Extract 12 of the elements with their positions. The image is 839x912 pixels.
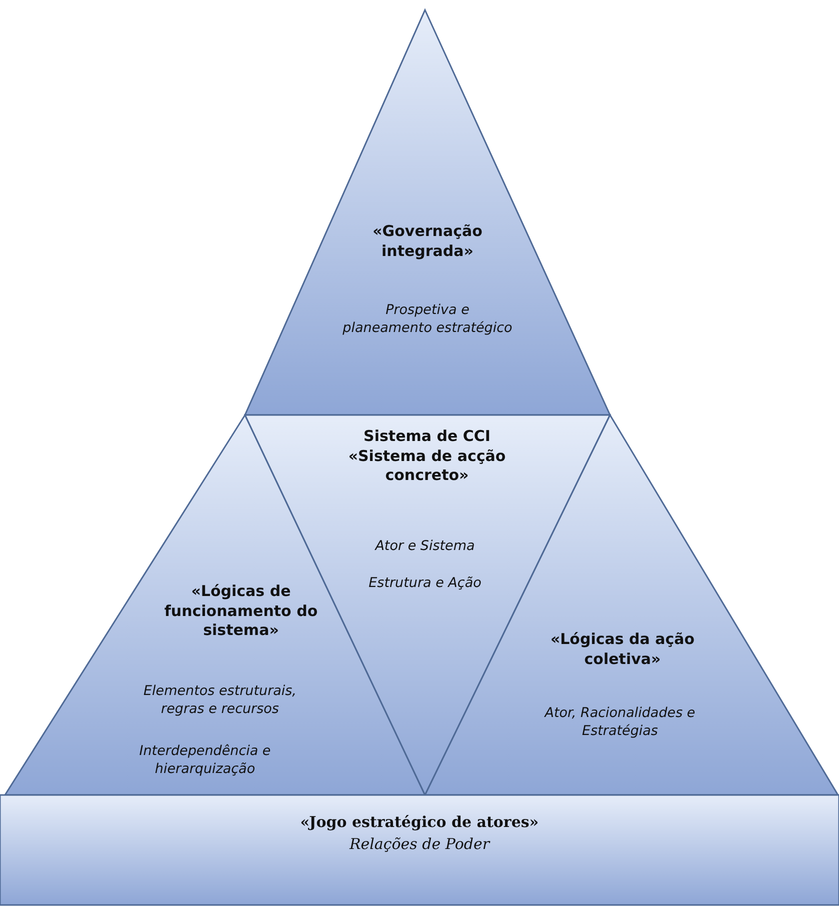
body-text: Elementos estruturais, regras e recursos: [142, 683, 298, 718]
body-text: Relações de Poder: [348, 835, 492, 854]
heading: «Jogo estratégico de atores»: [299, 813, 540, 832]
body-text: Ator, Racionalidades e Estratégias: [543, 705, 696, 740]
body-text: Estrutura e Ação: [368, 575, 482, 593]
body-text: Ator e Sistema: [374, 538, 476, 556]
body-text: Prospetiva e planeamento estratégico: [342, 302, 514, 338]
heading: «Lógicas da ação coletiva»: [549, 630, 696, 669]
heading: «Lógicas de funcionamento do sistema»: [163, 582, 319, 640]
heading: «Governação integrada»: [372, 222, 484, 261]
body-text: Interdependência e hierarquização: [138, 743, 272, 778]
heading: Sistema de CCI «Sistema de acção concreto»: [347, 427, 507, 486]
